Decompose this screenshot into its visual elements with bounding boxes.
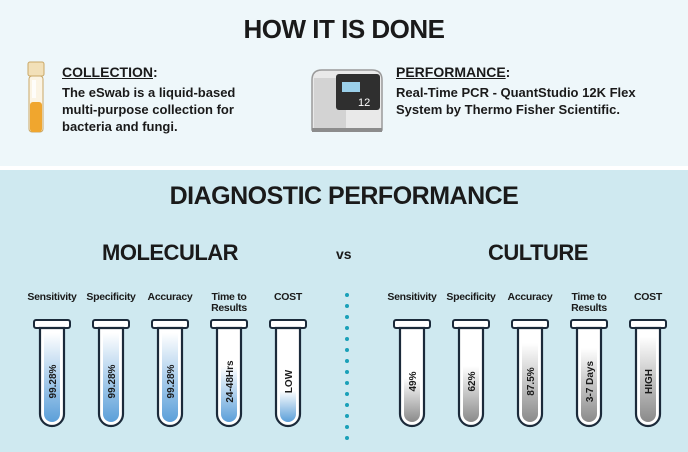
culture-label-0: Sensitivity [387,291,437,303]
molecular-title: MOLECULAR [102,240,239,265]
molecular-tube-value-2: 99.28% [166,364,177,398]
molecular-tube-value-3: 24-48Hrs [225,360,236,403]
machine-display-text: 12 [358,97,370,109]
molecular-label-3: Time to Results [211,291,247,314]
page-title: HOW IT IS DONE [243,14,446,44]
culture-tube-0: 49% [393,319,431,428]
collection-tube-icon [27,61,45,133]
culture-tube-value-4: HIGH [644,369,655,394]
section-divider [0,166,688,172]
section-title: DIAGNOSTIC PERFORMANCE [169,182,519,210]
culture-tube-value-3: 3-7 Days [585,360,596,402]
collection-title: COLLECTION [62,64,153,80]
culture-tube-value-2: 87.5% [526,367,537,395]
molecular-tube-value-0: 99.28% [48,364,59,398]
culture-label-4: COST [634,291,662,303]
dotted-divider [345,293,349,440]
culture-tube-fill-1 [463,366,479,422]
molecular-tube-4: LOW [269,319,307,428]
collection-description: The eSwab is a liquid-based multi-purpos… [62,85,236,134]
molecular-tube-fill-2 [162,332,178,422]
collection-block: COLLECTION: The eSwab is a liquid-based … [62,64,282,135]
culture-tube-fill-3 [581,348,597,422]
culture-label-3: Time to Results [571,291,607,314]
performance-description: Real-Time PCR - QuantStudio 12K Flex Sys… [396,85,636,117]
culture-label-2: Accuracy [507,291,553,303]
culture-tube-4: HIGH [629,319,667,428]
molecular-tube-fill-0 [44,332,60,422]
culture-tube-1: 62% [452,319,490,428]
molecular-tube-3: 24-48Hrs [210,319,248,428]
culture-tube-fill-2 [522,343,538,422]
performance-title: PERFORMANCE [396,64,506,80]
culture-tube-2: 87.5% [511,319,549,428]
culture-tube-fill-4 [640,336,656,422]
molecular-label-2: Accuracy [147,291,193,303]
molecular-label-4: COST [274,291,302,303]
culture-tube-value-1: 62% [467,371,478,391]
molecular-label-1: Specificity [86,291,136,303]
culture-tube-value-0: 49% [408,371,419,391]
performance-block: PERFORMANCE: Real-Time PCR - QuantStudio… [396,64,666,118]
molecular-tube-value-4: LOW [284,369,295,393]
culture-label-1: Specificity [446,291,496,303]
pcr-machine-icon: 12 [311,69,383,132]
molecular-tube-0: 99.28% [33,319,71,428]
molecular-tube-value-1: 99.28% [107,364,118,398]
molecular-tube-1: 99.28% [92,319,130,428]
molecular-tube-fill-4 [280,390,296,422]
molecular-tube-fill-1 [103,332,119,422]
vs-label: vs [336,246,352,262]
molecular-tube-2: 99.28% [151,319,189,428]
molecular-tube-fill-3 [221,366,237,422]
molecular-label-0: Sensitivity [27,291,77,303]
culture-tube-fill-0 [404,377,420,422]
culture-title: CULTURE [488,240,588,265]
culture-tube-3: 3-7 Days [570,319,608,428]
